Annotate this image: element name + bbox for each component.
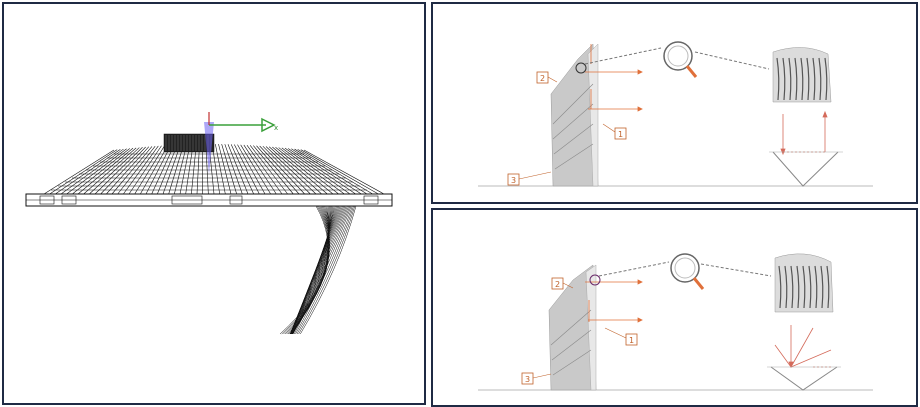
- surface-zoom-detail: [772, 47, 832, 103]
- hub-block: [163, 133, 215, 153]
- svg-text:1: 1: [618, 130, 623, 139]
- wireframe-blade: [279, 205, 357, 335]
- blade-section: [550, 43, 599, 187]
- callout-3: 3: [507, 171, 552, 186]
- callout-2: 2: [551, 277, 574, 290]
- wireframe-drawing: x: [25, 112, 393, 335]
- scatter-ray-diagram: [774, 325, 833, 369]
- axis-x-label: x: [274, 124, 278, 132]
- wireframe-dome: [43, 143, 385, 195]
- svg-text:2: 2: [555, 280, 560, 289]
- wireframe-view-panel: x: [2, 2, 426, 405]
- svg-text:2: 2: [540, 74, 545, 83]
- surface-zoom-detail: [774, 253, 834, 313]
- reflection-diagram-top: 2 1 3: [431, 2, 918, 204]
- callout-1: 1: [602, 123, 627, 140]
- svg-text:1: 1: [629, 336, 634, 345]
- callout-2: 2: [536, 71, 558, 84]
- emission-arrows: [585, 279, 643, 323]
- callout-3: 3: [521, 372, 552, 385]
- blade-section: [548, 264, 597, 391]
- reflection-ray-diagram: [780, 110, 828, 156]
- svg-text:3: 3: [525, 375, 530, 384]
- emission-arrows: [585, 44, 643, 112]
- callout-1: 1: [604, 327, 638, 346]
- svg-text:3: 3: [511, 176, 516, 185]
- axis-blue-marker: [204, 122, 214, 174]
- magnifier-icon: [670, 253, 705, 290]
- magnifier-icon: [663, 41, 698, 78]
- reflection-diagram-bottom: 2 1 3: [431, 208, 918, 407]
